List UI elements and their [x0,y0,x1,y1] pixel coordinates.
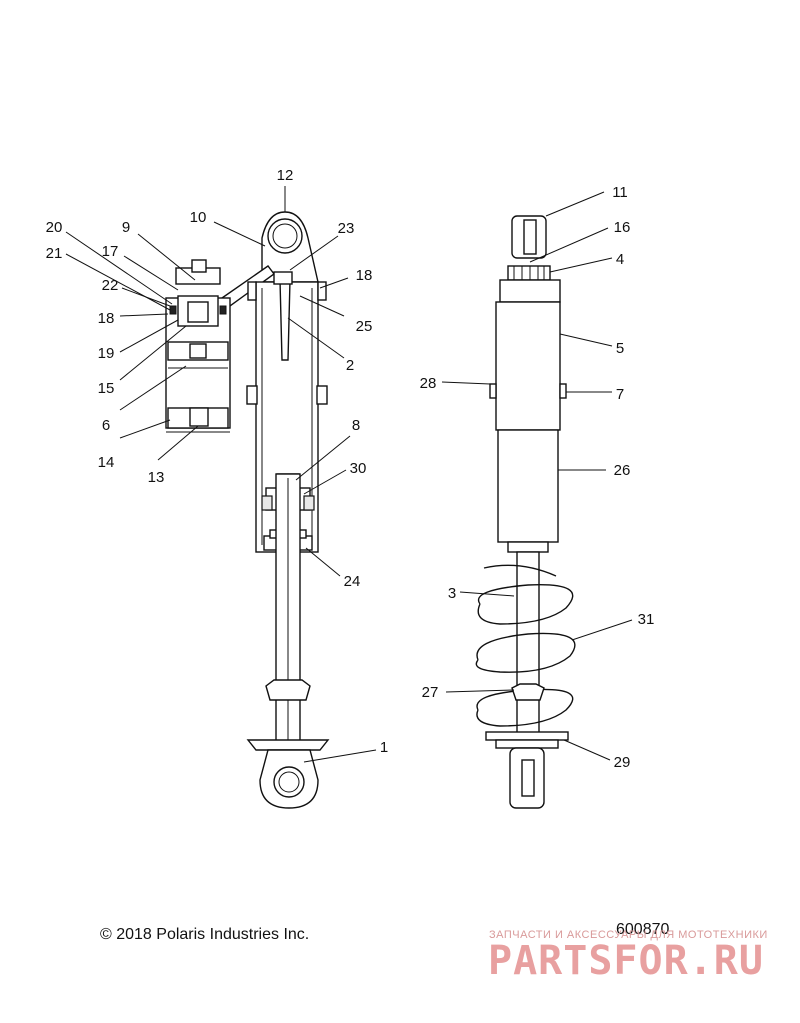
callout-18-right: 18 [356,267,373,284]
callout-8: 8 [352,417,360,434]
diagram-number: 600870 [616,921,670,938]
callout-18-left: 18 [98,310,115,327]
callout-6: 6 [102,417,110,434]
coil-spring [475,564,576,727]
callout-3: 3 [448,585,456,602]
bottom-flange [246,739,330,751]
callout-20: 20 [46,219,63,236]
callout-10: 10 [190,209,207,226]
lower-body [497,429,559,543]
leader-lines [65,186,633,763]
reservoir [165,259,231,433]
left-shock-cutaway [220,211,330,809]
right-shaft [516,551,540,741]
callout-4: 4 [616,251,624,268]
callout-17: 17 [102,243,119,260]
callout-22: 22 [102,277,119,294]
callout-15: 15 [98,380,115,397]
callout-29: 29 [614,754,631,771]
callout-9: 9 [122,219,130,236]
copyright-notice: © 2018 Polaris Industries Inc. [100,926,310,943]
callout-27: 27 [422,684,439,701]
needle [279,279,291,361]
spring-seat [485,731,569,741]
bumper [265,679,311,701]
watermark-tagline: ЗАПЧАСТИ И АКСЕССУАРЫ ДЛЯ МОТОТЕХНИКИ [489,929,768,941]
callout-30: 30 [350,460,367,477]
callout-25: 25 [356,318,373,335]
callout-24: 24 [344,573,361,590]
right-shock-assembled [475,215,576,809]
callout-13: 13 [148,469,165,486]
callout-31: 31 [638,611,655,628]
callout-21: 21 [46,245,63,262]
needle-cap [273,271,293,285]
callout-labels: 12 10 9 23 20 21 17 22 18 19 15 6 14 13 … [46,167,655,771]
callout-11: 11 [612,184,628,201]
callout-28: 28 [420,375,437,392]
reservoir-sleeve [495,301,561,431]
callout-5: 5 [616,340,624,357]
callout-14: 14 [98,454,115,471]
callout-26: 26 [614,462,631,479]
callout-19: 19 [98,345,115,362]
callout-23: 23 [338,220,355,237]
callout-12: 12 [277,167,294,184]
callout-16: 16 [614,219,631,236]
callout-7: 7 [616,386,624,403]
callout-2: 2 [346,357,354,374]
watermark-brand: PARTSFOR.RU [488,938,764,984]
callout-1: 1 [380,739,388,756]
